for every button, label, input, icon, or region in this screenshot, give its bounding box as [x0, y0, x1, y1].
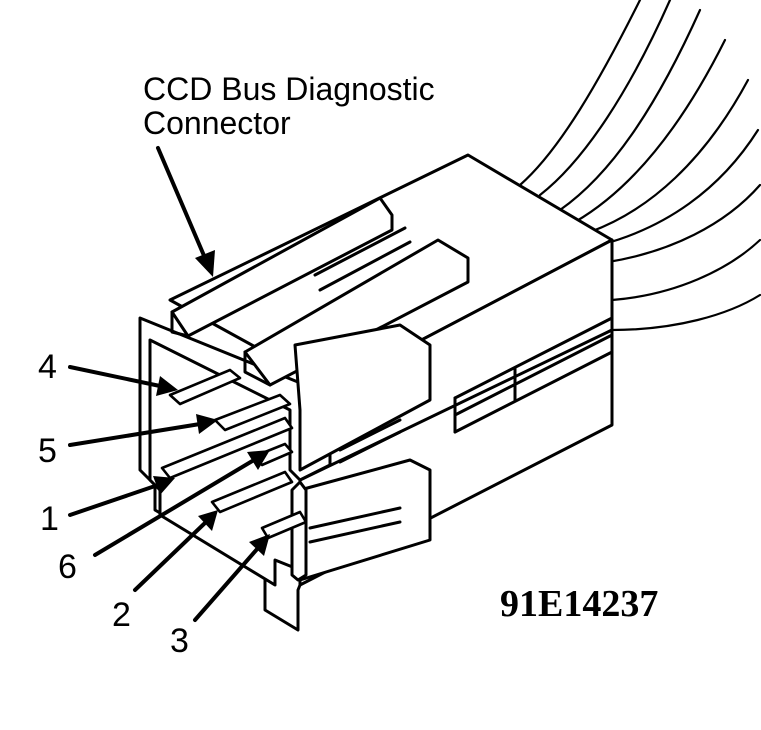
- title-arrow-shaft: [156, 146, 207, 260]
- pin-label-3: 3: [170, 622, 189, 660]
- pin-label-2: 2: [112, 596, 131, 634]
- terminal-pins: [160, 368, 308, 540]
- figure-code: 91E14237: [500, 583, 658, 625]
- title-arrow-head: [195, 250, 215, 277]
- pin-label-5: 5: [38, 432, 57, 470]
- terminal-5: [213, 393, 292, 432]
- diagram-title-line2: Connector: [143, 105, 291, 141]
- terminal-1: [160, 416, 294, 480]
- terminal-4: [168, 368, 242, 406]
- diagram-title-line1: CCD Bus Diagnostic: [143, 71, 435, 107]
- terminal-3: [260, 510, 308, 540]
- connector-body: [138, 153, 614, 632]
- terminal-2: [210, 470, 294, 514]
- pin-label-6: 6: [58, 548, 77, 586]
- leader-arrows: [68, 146, 270, 622]
- pin-label-4: 4: [38, 348, 57, 386]
- wire-bundle: [518, 0, 761, 332]
- pin-label-1: 1: [40, 500, 59, 538]
